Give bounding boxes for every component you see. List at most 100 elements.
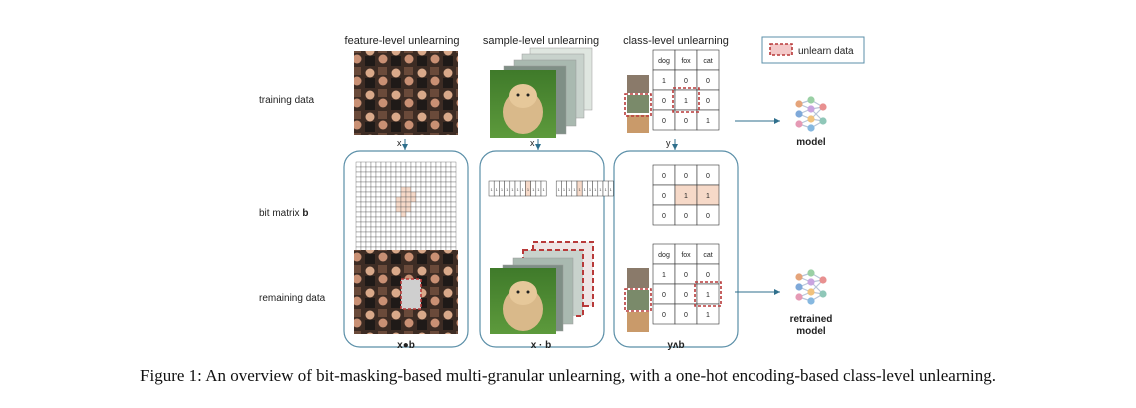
grid-cell [395, 216, 402, 223]
grid-cell [450, 171, 457, 178]
grid-cell [360, 176, 367, 183]
grid-cell [380, 181, 387, 188]
train-table-cell-text: 0 [684, 118, 688, 125]
grid-cell [370, 206, 377, 213]
grid-cell-masked [410, 196, 417, 203]
grid-cell [380, 191, 387, 198]
header-feature: feature-level unlearning [345, 35, 460, 47]
grid-cell [385, 186, 392, 193]
grid-cell-masked [405, 196, 412, 203]
grid-cell [420, 201, 427, 208]
grid-cell [395, 181, 402, 188]
grid-cell [370, 181, 377, 188]
grid-cell [375, 176, 382, 183]
mask-table-cell-text: 0 [706, 213, 710, 220]
grid-cell [390, 231, 397, 238]
grid-cell [450, 206, 457, 213]
grid-cell [355, 166, 362, 173]
label-feature-result: x●b [397, 340, 415, 351]
bit-cell [607, 180, 614, 197]
sample-stack-training [490, 47, 593, 138]
grid-cell [420, 226, 427, 233]
grid-cell [370, 221, 377, 228]
grid-cell [395, 236, 402, 243]
grid-cell [420, 171, 427, 178]
grid-cell [445, 186, 452, 193]
grid-cell [440, 191, 447, 198]
remain-table-unlearn-marker [694, 281, 722, 307]
grid-cell [425, 161, 432, 168]
sample-stack-remaining [490, 241, 594, 334]
retrained-model-label-1: retrained [790, 314, 833, 325]
header-sample: sample-level unlearning [483, 35, 599, 47]
grid-cell-masked [400, 196, 407, 203]
grid-cell [355, 226, 362, 233]
grid-cell [390, 181, 397, 188]
grid-cell [380, 166, 387, 173]
grid-cell [355, 211, 362, 218]
grid-cell [375, 181, 382, 188]
grid-cell [420, 161, 427, 168]
grid-cell [365, 211, 372, 218]
grid-cell [395, 226, 402, 233]
grid-cell [405, 181, 412, 188]
grid-cell [450, 166, 457, 173]
grid-cell [415, 241, 422, 248]
grid-cell [375, 171, 382, 178]
grid-cell [440, 211, 447, 218]
grid-cell-masked [395, 201, 402, 208]
figure-caption: Figure 1: An overview of bit-masking-bas… [140, 366, 996, 385]
grid-cell [440, 181, 447, 188]
grid-cell [415, 161, 422, 168]
grid-cell [360, 161, 367, 168]
grid-cell [435, 181, 442, 188]
mask-table-cell-text: 1 [706, 193, 710, 200]
grid-cell [400, 226, 407, 233]
grid-cell [385, 231, 392, 238]
grid-cell [425, 231, 432, 238]
grid-cell [385, 201, 392, 208]
grid-cell [445, 241, 452, 248]
train-table-cell-text: 1 [662, 78, 666, 85]
feature-bit-grid [355, 161, 457, 263]
grid-cell [410, 161, 417, 168]
grid-cell [445, 226, 452, 233]
grid-cell [400, 236, 407, 243]
remain-table-header-text: cat [703, 252, 712, 259]
grid-cell [435, 161, 442, 168]
train-table-cell-text: 1 [706, 118, 710, 125]
grid-cell [395, 166, 402, 173]
grid-cell [450, 196, 457, 203]
grid-cell [355, 181, 362, 188]
grid-cell [415, 221, 422, 228]
grid-cell [425, 241, 432, 248]
nn-node [819, 117, 827, 125]
grid-cell [440, 166, 447, 173]
grid-cell [440, 221, 447, 228]
grid-cell-masked [400, 186, 407, 193]
mask-table-cell-text: 0 [706, 173, 710, 180]
grid-cell [390, 201, 397, 208]
grid-cell [360, 196, 367, 203]
grid-cell [390, 211, 397, 218]
grid-cell [360, 181, 367, 188]
sample-frame [479, 150, 605, 348]
nn-node [795, 293, 803, 301]
crowd-image-training [354, 51, 458, 135]
bit-cell-text: 1 [537, 187, 540, 192]
grid-cell [405, 211, 412, 218]
bit-cell-text: 1 [610, 187, 613, 192]
grid-cell-masked [400, 201, 407, 208]
grid-cell [440, 206, 447, 213]
grid-cell [445, 231, 452, 238]
grid-cell [385, 211, 392, 218]
bit-cell-text: 1 [516, 187, 519, 192]
grid-cell [425, 176, 432, 183]
grid-cell [450, 161, 457, 168]
bit-cell-text: 1 [490, 187, 493, 192]
grid-cell [430, 201, 437, 208]
grid-cell [365, 206, 372, 213]
grid-cell [425, 216, 432, 223]
